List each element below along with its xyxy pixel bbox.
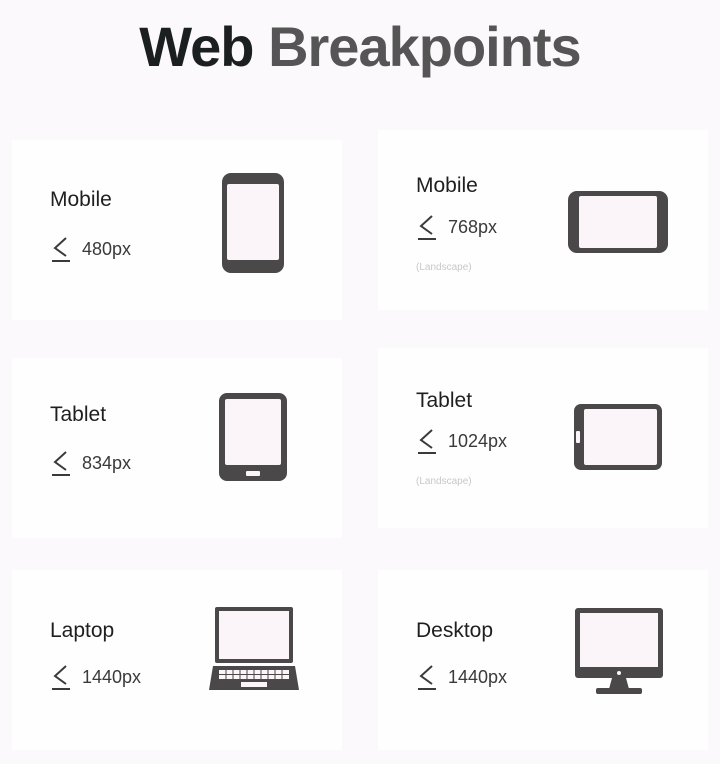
tablet-portrait-icon xyxy=(219,393,287,481)
breakpoint-value-text: 1440px xyxy=(448,666,508,687)
breakpoint-card-tablet xyxy=(12,358,342,538)
breakpoint-label: Mobile xyxy=(50,188,112,211)
breakpoint-value: 768px xyxy=(416,214,497,240)
breakpoint-value-text: 1440px xyxy=(82,666,142,687)
breakpoint-label: Tablet xyxy=(416,389,473,412)
desktop-icon xyxy=(575,608,663,694)
less-equal-icon xyxy=(50,236,72,262)
page-title: Web Breakpoints xyxy=(0,14,720,79)
breakpoint-note: (Landscape) xyxy=(416,476,472,487)
less-equal-icon xyxy=(50,450,72,476)
breakpoint-label: Laptop xyxy=(50,619,115,642)
title-breakpoints: Breakpoints xyxy=(268,15,582,78)
breakpoint-value-text: 768px xyxy=(448,216,498,237)
less-equal-icon xyxy=(50,664,72,690)
breakpoint-value-text: 1024px xyxy=(448,430,508,451)
breakpoint-note: (Landscape) xyxy=(416,262,472,273)
title-web: Web xyxy=(139,15,254,78)
less-equal-icon xyxy=(416,214,438,240)
breakpoint-value-text: 834px xyxy=(82,452,132,473)
breakpoint-label: Desktop xyxy=(416,619,494,642)
breakpoint-value: 1440px xyxy=(416,664,507,690)
laptop-icon xyxy=(209,607,299,690)
breakpoint-card-mobile xyxy=(12,140,342,320)
breakpoint-value: 834px xyxy=(50,450,131,476)
mobile-portrait-icon xyxy=(222,173,284,273)
breakpoint-value: 1024px xyxy=(416,428,507,454)
breakpoint-label: Mobile xyxy=(416,174,478,197)
breakpoint-value: 480px xyxy=(50,236,131,262)
less-equal-icon xyxy=(416,664,438,690)
breakpoint-value-text: 480px xyxy=(82,238,132,259)
less-equal-icon xyxy=(416,428,438,454)
breakpoint-value: 1440px xyxy=(50,664,141,690)
tablet-landscape-icon xyxy=(574,404,662,470)
breakpoint-label: Tablet xyxy=(50,403,107,426)
mobile-landscape-icon xyxy=(568,191,668,253)
